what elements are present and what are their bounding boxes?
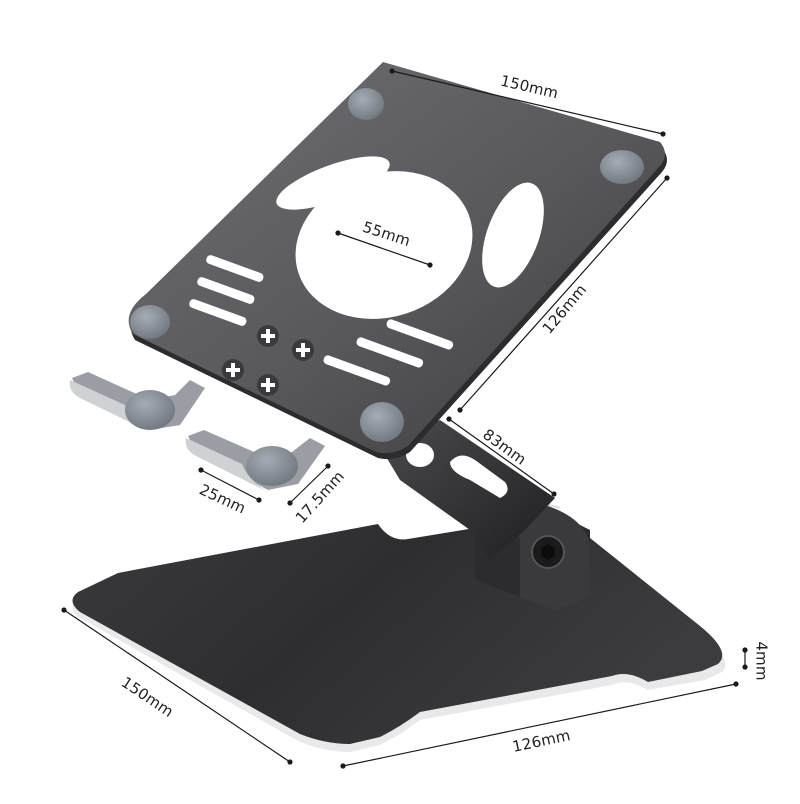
support-arm (385, 420, 555, 560)
tablet-lip-right (185, 430, 325, 492)
dimension-lines (61, 68, 748, 769)
vent-slots-left (189, 255, 264, 326)
tablet-lip-left (69, 372, 205, 432)
base-plate (72, 514, 726, 752)
oval-cutout-right (482, 182, 544, 288)
center-hole (295, 171, 473, 319)
top-plate (128, 62, 667, 460)
dimension-base-thickness: 4mm (752, 641, 771, 681)
silicone-pads (130, 88, 644, 442)
vent-slots-right (323, 319, 454, 386)
oval-cutout-left (276, 156, 390, 210)
cross-cutouts (222, 325, 314, 396)
